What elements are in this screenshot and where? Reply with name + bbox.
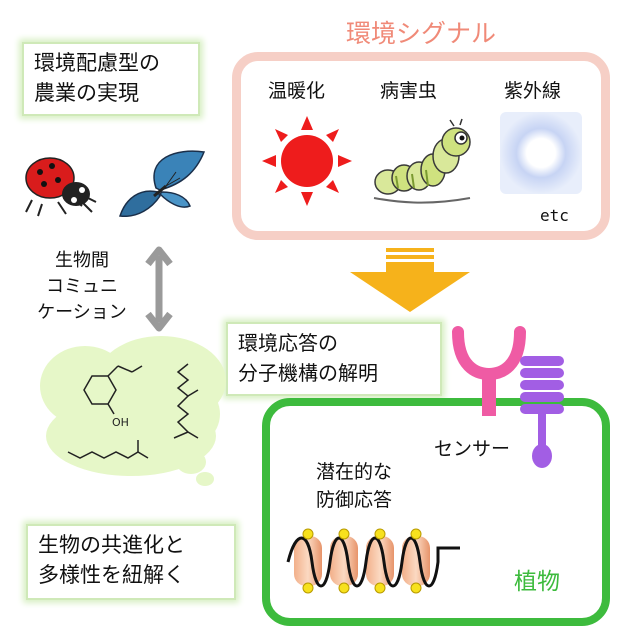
chromatin-icon bbox=[286, 528, 460, 594]
defense-label: 潜在的な 防御応答 bbox=[316, 458, 392, 514]
goal-agriculture-box: 環境配慮型の 農業の実現 bbox=[22, 42, 200, 116]
signal-item-uv: 紫外線 bbox=[504, 80, 562, 102]
communication-line3: ケーション bbox=[37, 302, 127, 323]
ladybug-icon bbox=[25, 157, 97, 217]
receptor-pink-icon bbox=[452, 326, 526, 416]
plant-label: 植物 bbox=[514, 569, 560, 595]
communication-line1: 生物間 bbox=[55, 250, 109, 271]
plant-cell-box bbox=[262, 398, 610, 626]
mechanism-line1: 環境応答の bbox=[238, 331, 338, 355]
communication-label: 生物間 コミュニ ケーション bbox=[22, 248, 142, 326]
mechanism-box: 環境応答の 分子機構の解明 bbox=[226, 322, 442, 396]
coevolution-box: 生物の共進化と 多様性を紐解く bbox=[26, 524, 236, 600]
caterpillar-icon bbox=[373, 118, 471, 204]
double-arrow-icon bbox=[145, 246, 173, 332]
receptor-purple-icon bbox=[520, 356, 564, 468]
down-arrow-icon bbox=[350, 248, 470, 312]
signal-title: 環境シグナル bbox=[346, 19, 497, 48]
signal-item-pests: 病害虫 bbox=[380, 80, 438, 102]
coevolution-line1: 生物の共進化と bbox=[38, 533, 185, 557]
butterfly-icon bbox=[118, 150, 206, 217]
sun-icon bbox=[262, 116, 352, 206]
sensor-label: センサー bbox=[434, 438, 511, 460]
goal-agriculture-line1: 環境配慮型の bbox=[34, 51, 160, 75]
uv-light-icon bbox=[500, 112, 582, 194]
defense-line1: 潜在的な bbox=[316, 461, 393, 483]
signal-etc: etc bbox=[540, 206, 569, 225]
signal-item-warming: 温暖化 bbox=[268, 80, 326, 102]
goal-agriculture-line2: 農業の実現 bbox=[34, 81, 139, 105]
coevolution-line2: 多様性を紐解く bbox=[38, 563, 185, 587]
molecule-ester-icon bbox=[67, 440, 149, 459]
molecule-terpene-icon bbox=[173, 363, 199, 439]
defense-line2: 防御応答 bbox=[316, 489, 393, 511]
mechanism-line2: 分子機構の解明 bbox=[238, 361, 378, 385]
molecule-salicylate-icon: OH bbox=[83, 365, 143, 429]
molecule-oh-label: OH bbox=[112, 416, 129, 429]
communication-line2: コミュニ bbox=[46, 276, 118, 297]
